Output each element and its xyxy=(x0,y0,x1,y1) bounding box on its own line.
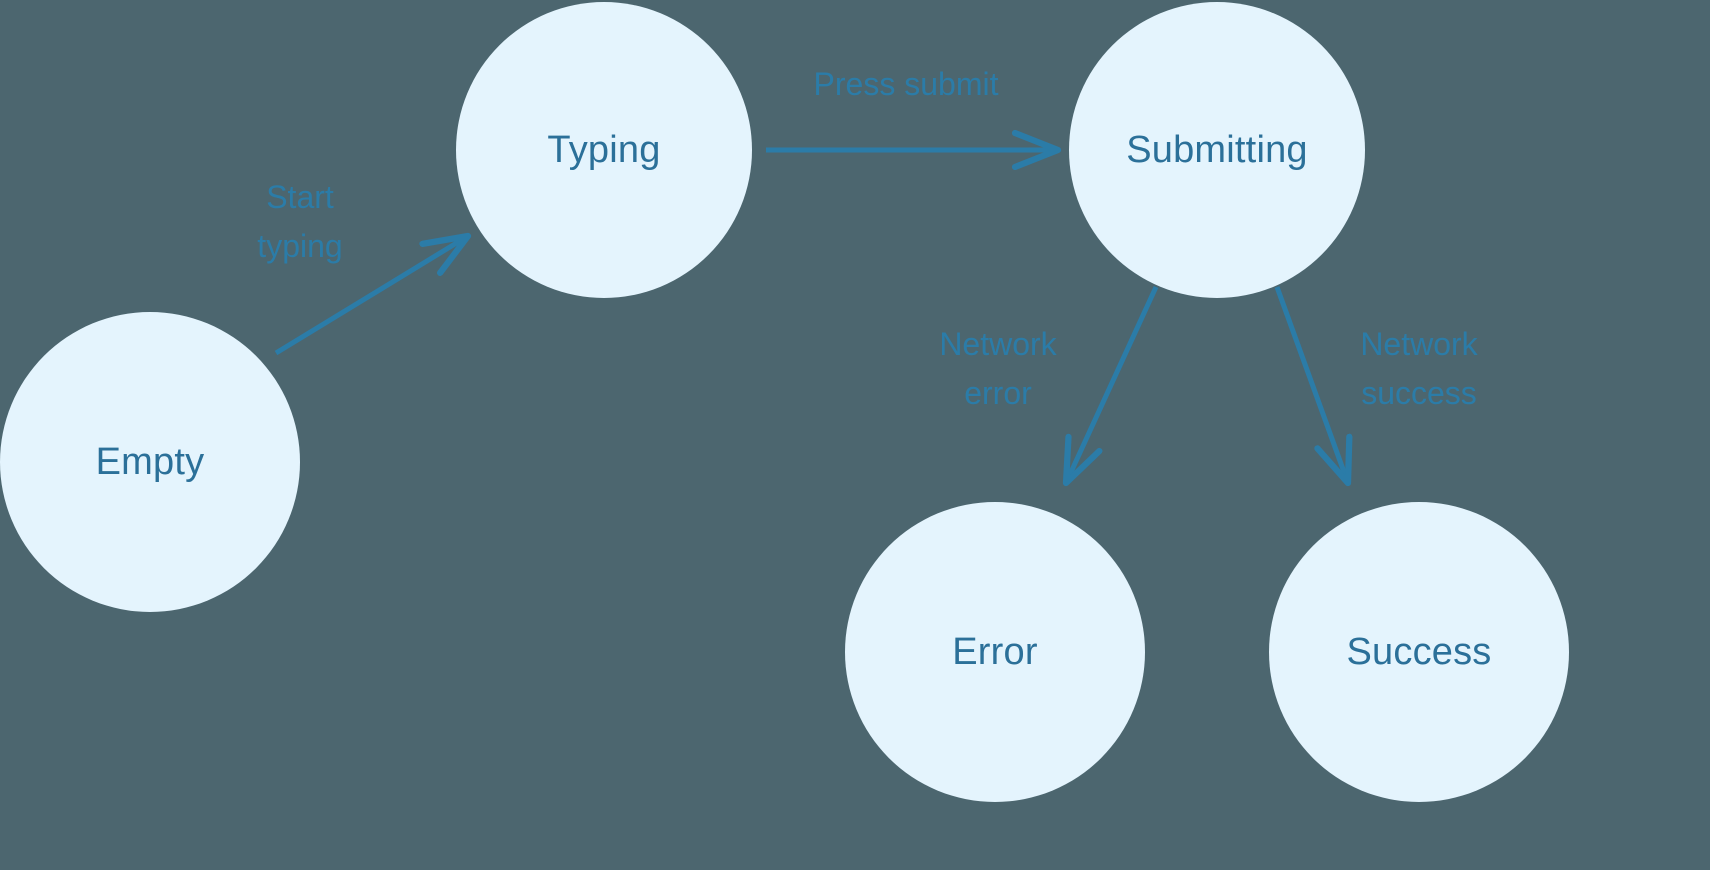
edge-label-network-success: Network success xyxy=(1360,326,1478,411)
state-node-empty[interactable]: Empty xyxy=(0,312,300,612)
state-node-typing[interactable]: Typing xyxy=(456,2,752,298)
edge-label-start-typing: Start typing xyxy=(257,179,343,264)
state-node-label-success: Success xyxy=(1346,630,1492,673)
state-node-label-submitting: Submitting xyxy=(1126,128,1308,171)
state-node-error[interactable]: Error xyxy=(845,502,1145,802)
state-node-submitting[interactable]: Submitting xyxy=(1069,2,1365,298)
edge-label-press-submit: Press submit xyxy=(813,66,999,102)
edge-empty-to-typing xyxy=(274,236,468,356)
state-node-label-error: Error xyxy=(952,630,1038,673)
edge-submitting-to-error xyxy=(1066,285,1159,483)
edge-label-network-error: Network error xyxy=(939,326,1057,411)
state-node-label-empty: Empty xyxy=(95,440,205,483)
state-node-label-typing: Typing xyxy=(547,128,661,171)
edge-submitting-to-success xyxy=(1274,286,1348,483)
state-node-success[interactable]: Success xyxy=(1269,502,1569,802)
